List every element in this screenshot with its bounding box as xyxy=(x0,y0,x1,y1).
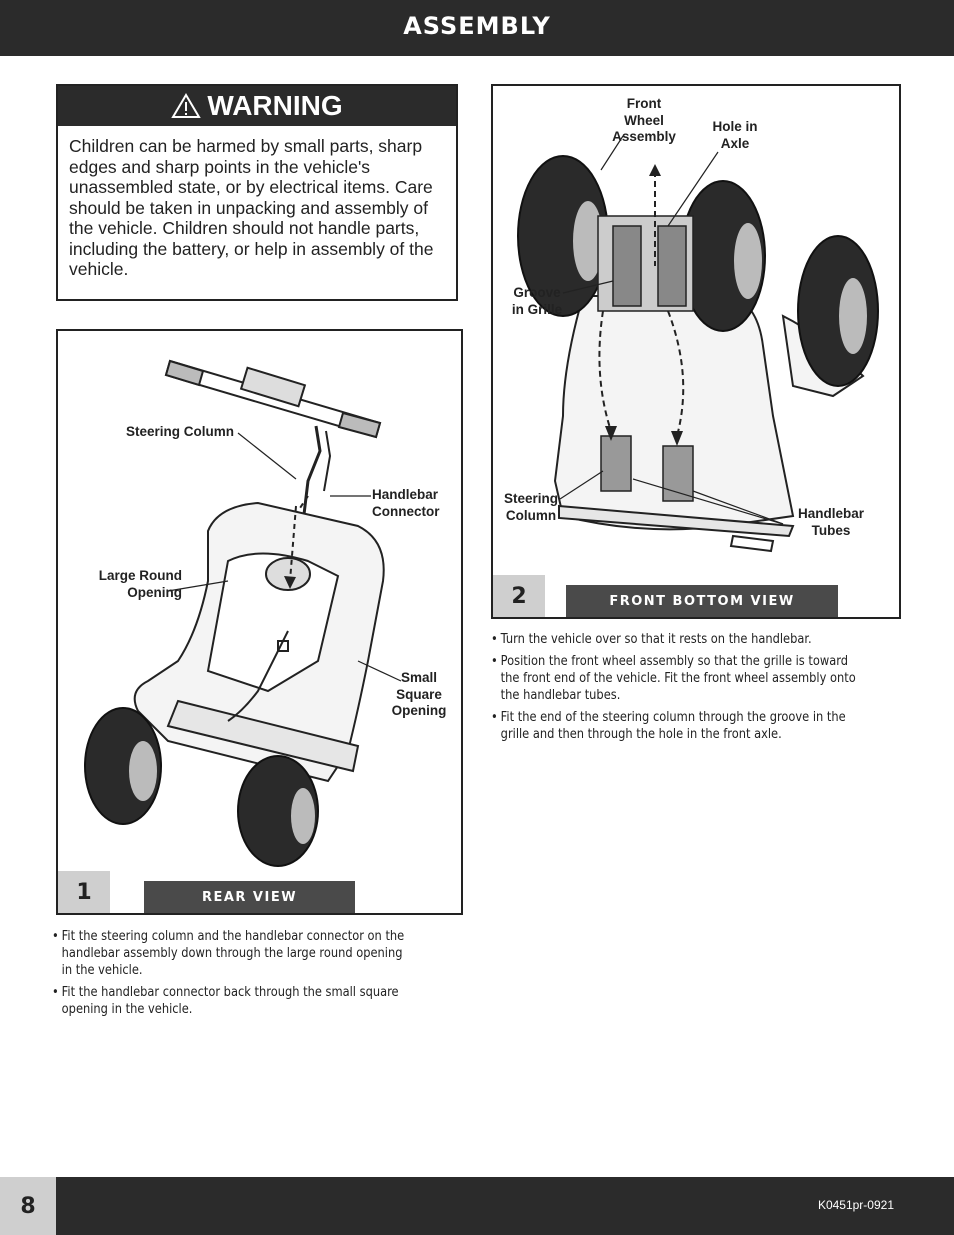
step1-bullet: Fit the handlebar connector back through… xyxy=(52,984,416,1018)
step1-figure: Steering Column Handlebar Connector Larg… xyxy=(56,329,463,915)
step2-bullet: Turn the vehicle over so that it rests o… xyxy=(491,631,868,648)
warning-box: WARNING Children can be harmed by small … xyxy=(56,84,458,301)
step1-bullet: Fit the steering column and the handleba… xyxy=(52,928,416,979)
step2-number: 2 xyxy=(493,575,545,617)
step1-instructions: Fit the steering column and the handleba… xyxy=(52,928,416,1023)
callout-handlebar-connector: Handlebar Connector xyxy=(372,487,440,519)
step2-view-label: FRONT BOTTOM VIEW xyxy=(566,585,838,617)
callout-handlebar-tubes: Handlebar Tubes xyxy=(797,506,865,538)
step2-bullet: Fit the end of the steering column throu… xyxy=(491,709,868,743)
warning-header: WARNING xyxy=(58,86,456,126)
step1-number: 1 xyxy=(58,871,110,913)
front-bottom-view-illustration xyxy=(517,135,879,553)
rear-view-illustration xyxy=(84,359,402,867)
step2-instructions: Turn the vehicle over so that it rests o… xyxy=(491,631,868,748)
callout-hole-in-axle: Hole in Axle xyxy=(712,119,758,151)
page-title: ASSEMBLY xyxy=(403,12,551,40)
page-number: 8 xyxy=(0,1177,56,1235)
callout-steering-column: Steering Column xyxy=(126,424,235,439)
warning-title: WARNING xyxy=(207,90,343,121)
page-footer: 8 K0451pr-0921 xyxy=(0,1177,954,1235)
callout-steering-column-2: Steering Column xyxy=(503,491,558,523)
warning-triangle-icon xyxy=(171,93,202,118)
step1-view-label: REAR VIEW xyxy=(144,881,355,913)
step2-figure: Front Wheel Assembly Hole in Axle Groove… xyxy=(491,84,901,619)
page-header: ASSEMBLY xyxy=(0,0,954,56)
document-code: K0451pr-0921 xyxy=(817,1198,894,1212)
callout-front-wheel-assembly: Front Wheel Assembly xyxy=(612,96,676,144)
callout-small-square-opening: Small Square Opening xyxy=(391,670,447,718)
step2-bullet: Position the front wheel assembly so tha… xyxy=(491,653,868,704)
callout-large-round-opening: Large Round Opening xyxy=(98,568,182,600)
callout-groove-in-grille: Groove in Grille xyxy=(511,285,563,317)
warning-text: Children can be harmed by small parts, s… xyxy=(69,136,434,279)
